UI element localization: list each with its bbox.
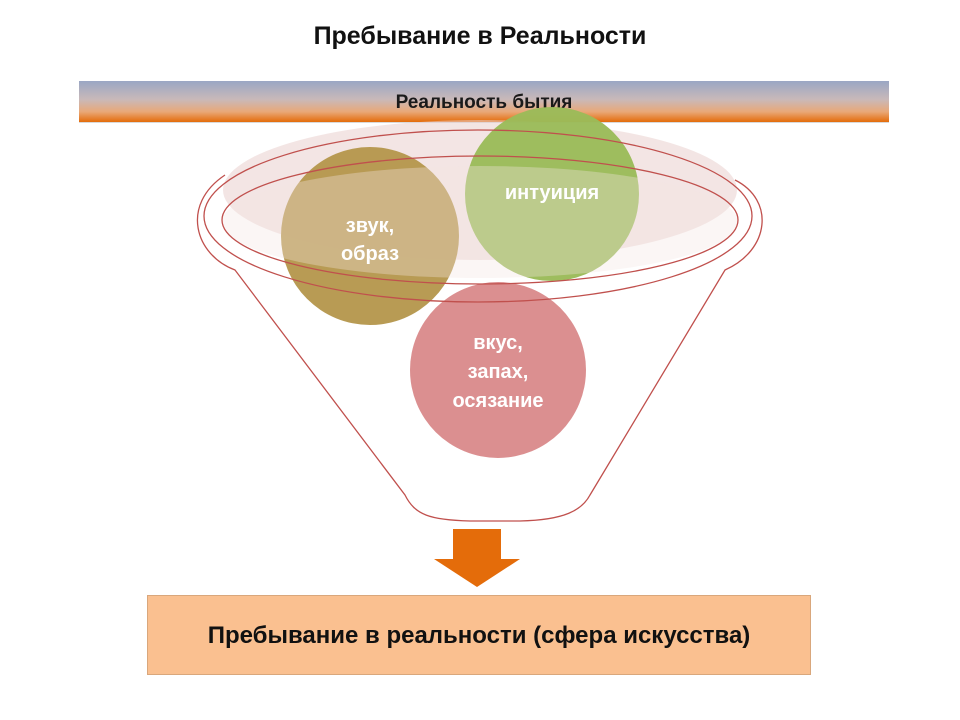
taste-label-line2: запах, [468, 361, 529, 383]
result-label: Пребывание в реальности (сфера искусства… [207, 622, 751, 649]
circle-sound-image [281, 147, 459, 325]
funnel-inner-ring [221, 155, 739, 285]
funnel-outline [196, 174, 763, 522]
reality-banner: Реальность бытия [79, 81, 889, 122]
intuition-label: интуиция [505, 182, 599, 204]
funnel-outer-ring [203, 129, 753, 303]
funnel-ring-fill [222, 166, 738, 278]
banner-label: Реальность бытия [395, 92, 573, 113]
circle-taste-smell-touch [410, 282, 586, 458]
taste-label-line3: осязание [452, 390, 543, 412]
sound-label-line1: звук, [346, 215, 394, 237]
taste-label-line1: вкус, [473, 332, 523, 354]
slide-title: Пребывание в Реальности [313, 22, 647, 50]
result-box: Пребывание в реальности (сфера искусства… [147, 595, 811, 675]
sound-label-line2: образ [341, 243, 399, 265]
circle-intuition [465, 107, 639, 281]
down-arrow [434, 529, 520, 587]
